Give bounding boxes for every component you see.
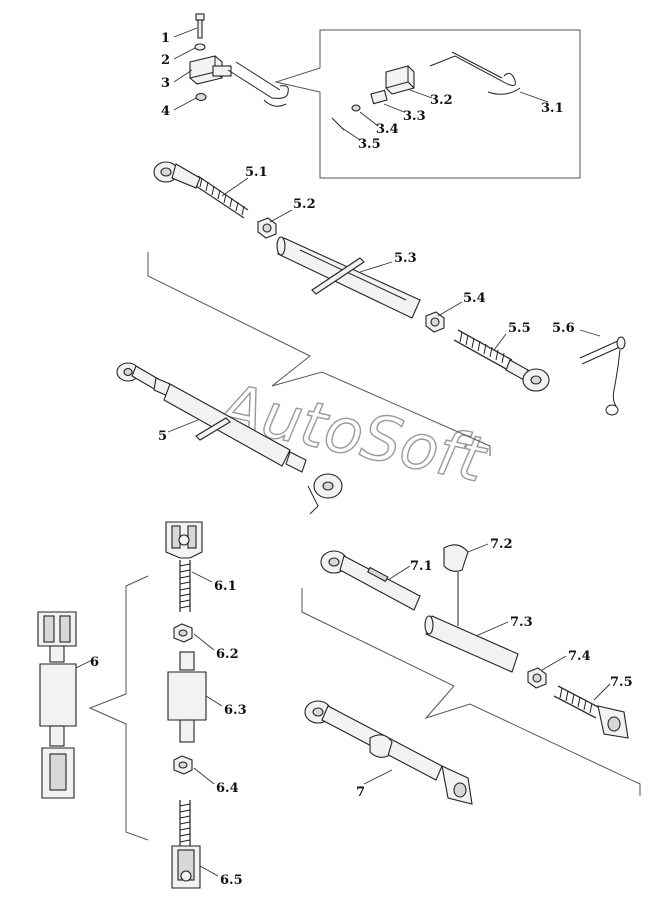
label-6: 6 — [90, 655, 99, 670]
label-5-5: 5.5 — [508, 321, 531, 336]
group-6-frame — [88, 575, 149, 841]
detail-sleeve — [370, 89, 388, 105]
top-link-exploded — [153, 161, 626, 416]
bolt-shank — [197, 19, 203, 39]
label-6-3: 6.3 — [224, 703, 247, 718]
body-neck — [179, 651, 195, 671]
label-4: 4 — [161, 104, 170, 119]
bracket-sleeve — [212, 65, 232, 77]
detail-hook-rod — [429, 55, 516, 86]
label-6-2: 6.2 — [216, 647, 239, 662]
label-5: 5 — [158, 429, 167, 444]
detail-callout-frame — [274, 29, 581, 179]
label-3-1: 3.1 — [541, 101, 564, 116]
link-tube-upper — [339, 555, 421, 611]
label-5-4: 5.4 — [463, 291, 486, 306]
lock-assembly — [173, 13, 289, 111]
washer — [194, 43, 206, 51]
label-3-2: 3.2 — [430, 93, 453, 108]
group-7-frame — [301, 588, 641, 796]
detail-bracket — [385, 65, 415, 95]
lift-link-exploded — [320, 543, 629, 739]
top-link-assembled — [116, 362, 343, 515]
adjusting-tube — [277, 237, 421, 319]
label-5-3: 5.3 — [394, 251, 417, 266]
hook-rod — [227, 69, 289, 99]
label-5-2: 5.2 — [293, 197, 316, 212]
label-7-4: 7.4 — [568, 649, 591, 664]
link-pin — [579, 339, 621, 359]
label-7: 7 — [356, 785, 365, 800]
assembled-tube — [163, 383, 291, 467]
lift-rod-assembled — [37, 611, 93, 799]
label-3-5: 3.5 — [358, 137, 381, 152]
label-7-5: 7.5 — [610, 675, 633, 690]
label-5-1: 5.1 — [245, 165, 268, 180]
group-5-frame — [147, 252, 491, 456]
adjuster-body — [167, 671, 207, 721]
label-2: 2 — [161, 53, 170, 68]
spring-clip — [443, 544, 469, 572]
assembled-body — [39, 663, 77, 727]
detail-box-3 — [274, 29, 581, 179]
label-6-5: 6.5 — [220, 873, 243, 888]
label-3-4: 3.4 — [376, 122, 399, 137]
label-3-3: 3.3 — [403, 109, 426, 124]
bolt-head — [195, 13, 205, 21]
label-5-6: 5.6 — [552, 321, 575, 336]
link-tube-lower — [425, 615, 519, 673]
label-7-2: 7.2 — [490, 537, 513, 552]
lift-rod-exploded — [165, 521, 223, 889]
label-1: 1 — [161, 31, 170, 46]
nut — [195, 92, 207, 102]
label-7-3: 7.3 — [510, 615, 533, 630]
lift-link-assembled — [304, 700, 473, 805]
label-6-1: 6.1 — [214, 579, 237, 594]
label-6-4: 6.4 — [216, 781, 239, 796]
pin-chain — [612, 349, 621, 407]
detail-washer — [351, 104, 361, 112]
tube-handle — [311, 257, 365, 295]
label-3: 3 — [161, 76, 170, 91]
label-7-1: 7.1 — [410, 559, 433, 574]
